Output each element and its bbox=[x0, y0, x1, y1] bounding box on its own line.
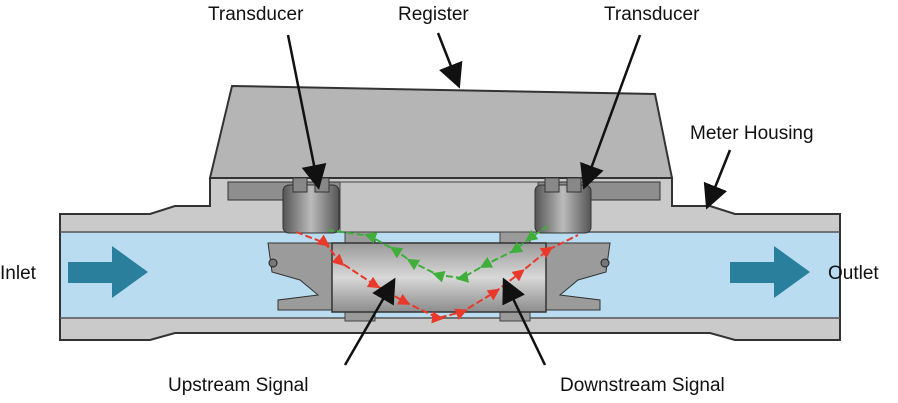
label-transducer-right: Transducer bbox=[604, 4, 700, 25]
inlet-flow-arrow bbox=[68, 246, 148, 298]
label-upstream-signal: Upstream Signal bbox=[168, 375, 308, 396]
label-outlet: Outlet bbox=[828, 263, 879, 284]
outlet-flow-arrow bbox=[730, 246, 810, 298]
label-meter-housing: Meter Housing bbox=[690, 123, 814, 144]
label-register: Register bbox=[398, 4, 469, 25]
transducer-right bbox=[534, 177, 592, 234]
label-inlet: Inlet bbox=[0, 263, 37, 284]
label-transducer-left: Transducer bbox=[208, 4, 304, 25]
transducer-left bbox=[282, 177, 340, 234]
register bbox=[208, 84, 674, 179]
downstream-signal-path bbox=[327, 225, 549, 283]
label-downstream-signal: Downstream Signal bbox=[560, 375, 725, 396]
